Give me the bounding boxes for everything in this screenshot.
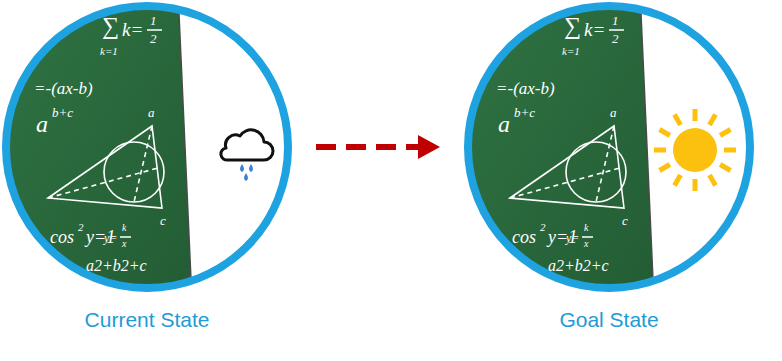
sun-ray <box>659 165 669 171</box>
chalk-formula: a2+b2+c <box>548 258 609 274</box>
sun-ray <box>724 148 736 153</box>
sun-ray <box>693 179 698 191</box>
chalk-formula: a <box>610 106 617 119</box>
chalkboard-illustration <box>454 0 747 302</box>
chalk-formula: k= <box>122 20 143 39</box>
chalk-formula: y= <box>566 232 579 244</box>
chalk-formula: 2 <box>78 222 84 233</box>
chalk-formula: cos <box>512 228 536 246</box>
sun-ray <box>710 114 716 124</box>
dashed-arrow <box>316 135 440 159</box>
sun-ray <box>659 130 669 136</box>
chalk-formula: a <box>36 112 48 136</box>
chalk-formula: 1 <box>612 14 619 27</box>
chalk-formula: b+c <box>514 106 535 119</box>
chalk-formula: k <box>584 223 588 233</box>
sun-icon <box>654 109 736 191</box>
chalk-formula: =-(ax-b) <box>496 80 555 97</box>
chalkboard-illustration <box>0 0 285 302</box>
state-caption: Current State <box>0 308 324 332</box>
rain-cloud-icon <box>221 130 273 181</box>
state-circle: Goal State <box>464 2 754 292</box>
chalk-formula: k=1 <box>562 46 580 57</box>
chalk-formula: c <box>160 214 166 227</box>
chalk-formula: 1 <box>150 14 157 27</box>
state-caption: Goal State <box>432 308 782 332</box>
chalk-formula: ∑ <box>102 14 119 38</box>
sun-ray <box>675 175 681 185</box>
chalk-formula: k <box>122 223 126 233</box>
chalk-formula: cos <box>50 228 74 246</box>
chalk-formula: x <box>122 239 126 249</box>
sun-ray <box>710 175 716 185</box>
chalk-formula: y= <box>104 232 117 244</box>
chalk-formula: a <box>498 112 510 136</box>
dashed-line <box>316 144 418 150</box>
chalk-formula: a2+b2+c <box>86 258 147 274</box>
chalk-formula: c <box>622 214 628 227</box>
sun-ray <box>654 148 666 153</box>
chalk-formula: k= <box>584 20 605 39</box>
sun-ray <box>675 114 681 124</box>
chalk-formula: b+c <box>52 106 73 119</box>
sun-ray <box>720 130 730 136</box>
arrow-head <box>418 135 440 159</box>
state-circle: Current State <box>2 2 292 292</box>
sun-ray <box>693 109 698 121</box>
chalk-formula: 2 <box>612 32 619 45</box>
chalk-formula: a <box>148 106 155 119</box>
chalk-formula: x <box>584 239 588 249</box>
chalk-formula: =-(ax-b) <box>34 80 93 97</box>
chalk-formula: ∑ <box>564 14 581 38</box>
sun-ray <box>720 165 730 171</box>
chalk-formula: k=1 <box>100 46 118 57</box>
chalk-formula: 2 <box>540 222 546 233</box>
chalk-formula: 2 <box>150 32 157 45</box>
